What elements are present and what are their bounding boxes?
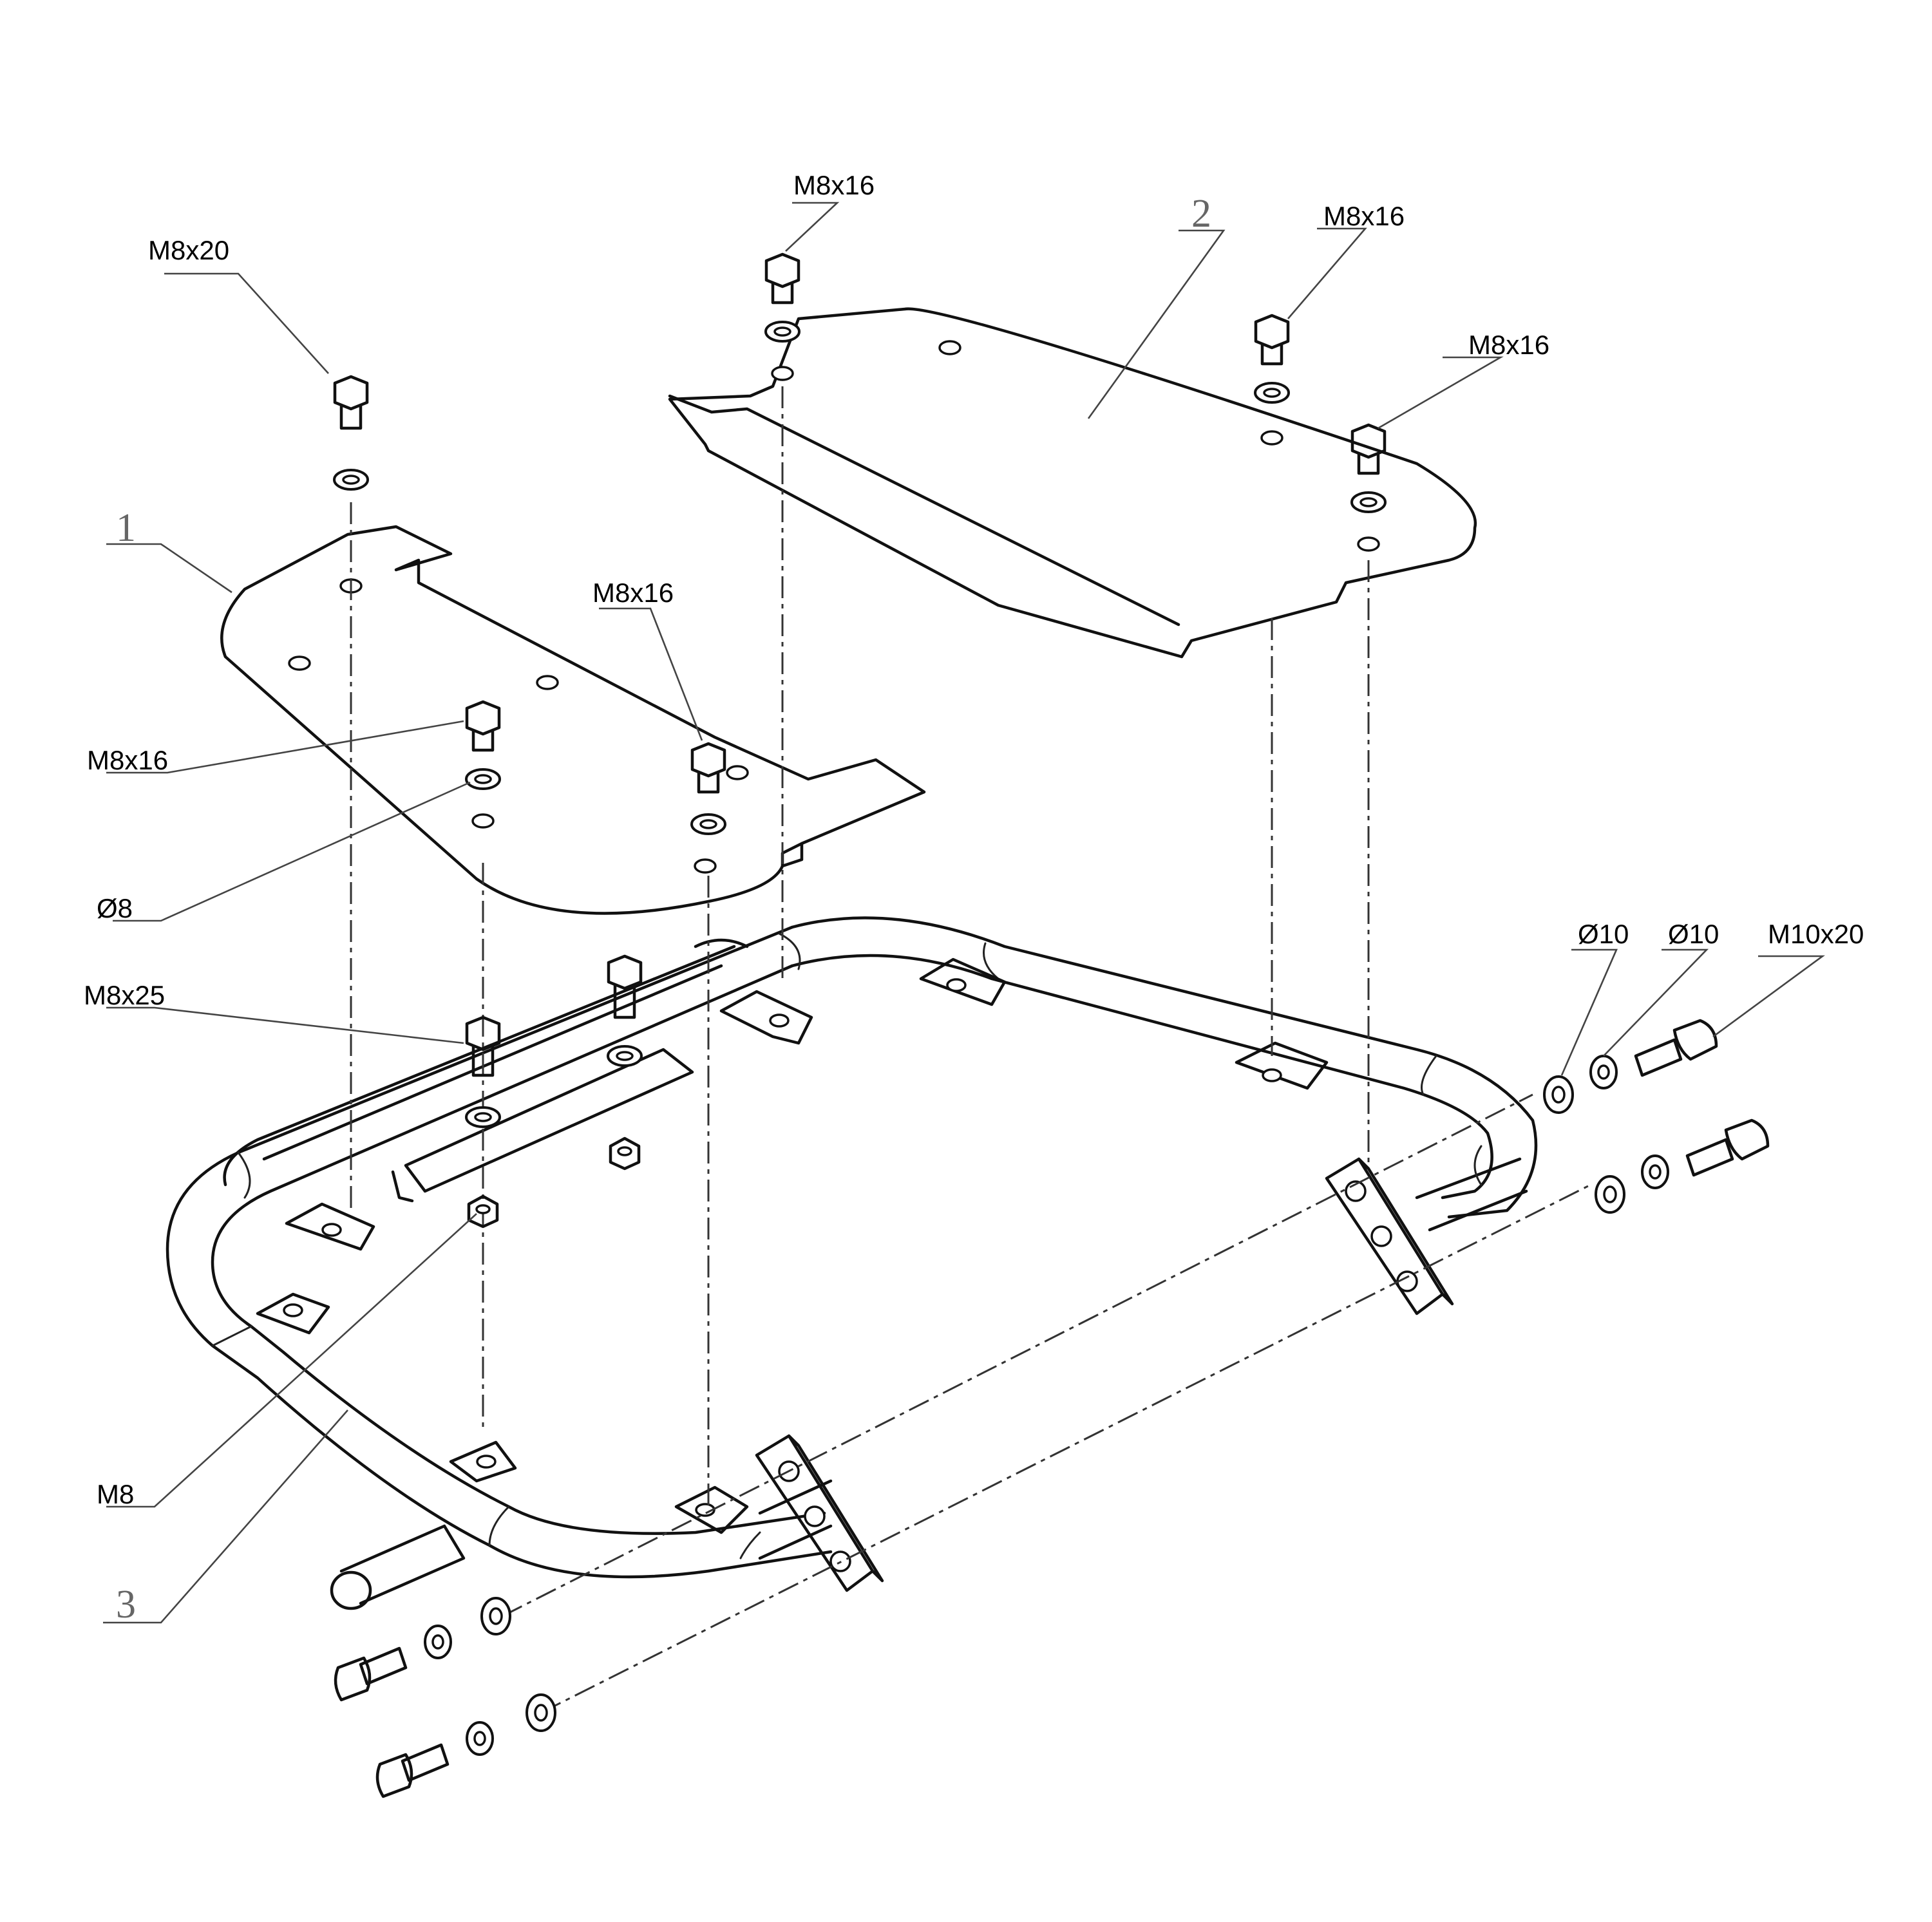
- part-numbers: 1 2 3: [116, 192, 1211, 1626]
- callouts: M8x20 M8x16 M8x16 M8x16 M8x16 M8x16 Ø8 M…: [84, 170, 1864, 1509]
- bolt-m8x25: [465, 1015, 501, 1229]
- bolt-m8x25-b: [607, 954, 643, 1171]
- bolt-top-1: [764, 252, 800, 343]
- plate-2: [668, 307, 1477, 659]
- mount-plates: [755, 1157, 1454, 1592]
- part-number-3: 3: [116, 1583, 136, 1626]
- screws-right: [1543, 1019, 1770, 1214]
- part-number-1: 1: [116, 506, 136, 550]
- callout-m10x20: M10x20: [1768, 919, 1864, 949]
- callout-m8x16-right-1: M8x16: [1323, 201, 1405, 231]
- bolt-plate1-b: [690, 742, 726, 835]
- screws-left: [334, 1597, 556, 1798]
- part-number-2: 2: [1191, 192, 1211, 236]
- bolt-plate1-a: [465, 700, 501, 790]
- fasteners: [333, 252, 1770, 1798]
- callout-m8x16-right-2: M8x16: [1468, 330, 1549, 360]
- frame-3: [166, 916, 1538, 1610]
- bolt-top-2: [1254, 314, 1290, 404]
- frame-tabs: [256, 957, 1329, 1534]
- assembly-axes: [350, 386, 1591, 1714]
- leader-lines: [103, 202, 1825, 1624]
- plate-1: [220, 525, 926, 915]
- callout-washer-d10-2: Ø10: [1668, 919, 1719, 949]
- callout-washer-d10-1: Ø10: [1578, 919, 1629, 949]
- callout-nut-m8: M8: [97, 1479, 134, 1509]
- bolt-m8x20: [333, 375, 369, 491]
- callout-m8x16-plate1-right: M8x16: [592, 578, 674, 608]
- callout-washer-d8: Ø8: [97, 893, 133, 923]
- bolt-top-3: [1350, 423, 1387, 513]
- callout-m8x25: M8x25: [84, 980, 165, 1010]
- callout-m8x16-top: M8x16: [793, 170, 875, 200]
- callout-m8x20: M8x20: [148, 235, 229, 265]
- callout-m8x16-plate1-left: M8x16: [87, 745, 168, 775]
